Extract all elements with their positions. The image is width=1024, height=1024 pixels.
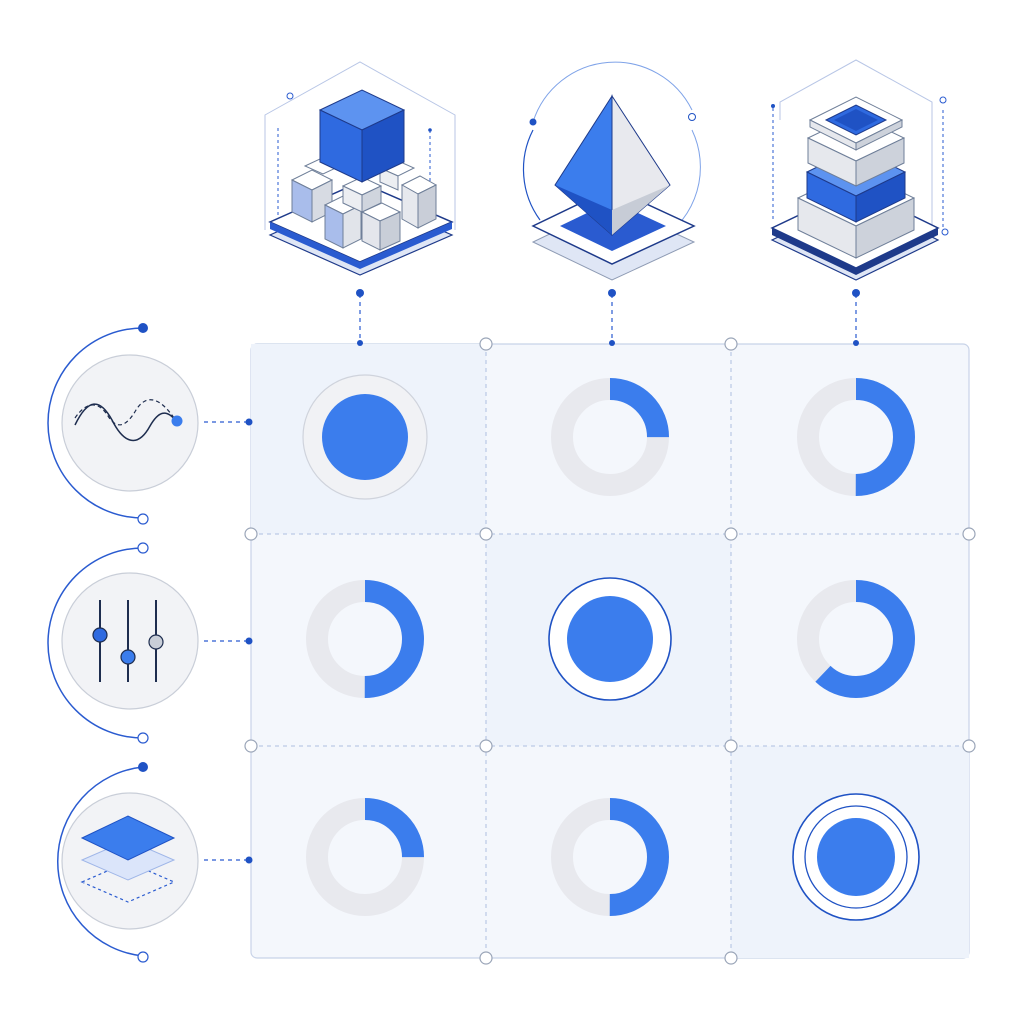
progress-ring-fill [797, 580, 915, 698]
stacked-cubes-icon [264, 61, 456, 276]
column-connectors [359, 294, 857, 342]
crystal-octahedron-icon [522, 61, 701, 281]
sliders-icon [47, 542, 199, 744]
progress-ring-fill [797, 378, 915, 496]
progress-ring-fill [306, 580, 424, 698]
waveform-icon [47, 323, 199, 525]
progress-ring-fill [551, 378, 669, 496]
full-indicator-dot [567, 596, 653, 682]
layers-icon [57, 762, 199, 963]
progress-ring-fill [306, 798, 424, 916]
full-indicator-dot [322, 394, 408, 480]
matrix-cells [302, 374, 920, 921]
layered-block-stack-icon [770, 59, 949, 281]
progress-ring-fill [551, 798, 669, 916]
full-indicator-dot [817, 818, 895, 896]
full-indicator-inner-ring [804, 805, 908, 909]
